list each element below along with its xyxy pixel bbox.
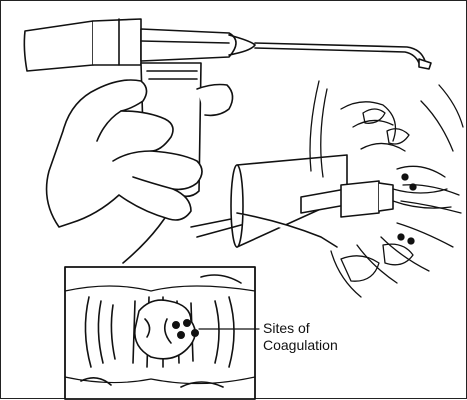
inset-closeup [65, 267, 255, 399]
callout-line-1: Sites of [263, 320, 338, 337]
callout-line-2: Coagulation [263, 337, 338, 354]
callout-label: Sites of Coagulation [263, 320, 338, 354]
hand [47, 80, 233, 227]
